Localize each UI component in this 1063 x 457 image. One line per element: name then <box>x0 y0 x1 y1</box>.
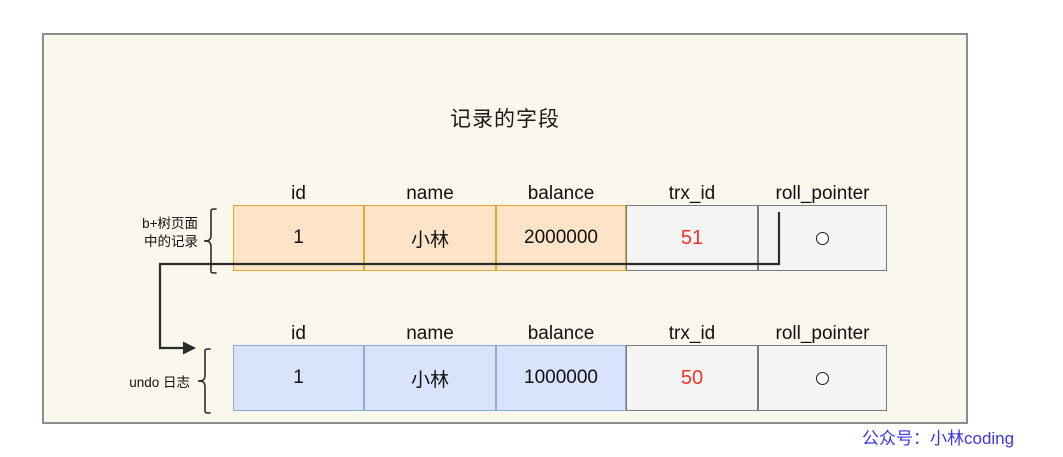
cell-undo-balance: 1000000 <box>496 345 626 411</box>
cell-btree-balance: 2000000 <box>496 205 626 271</box>
cell-undo-trx-id: 50 <box>626 345 758 411</box>
column-header-roll-pointer-undo: roll_pointer <box>775 323 870 344</box>
page-title: 记录的字段 <box>450 108 560 131</box>
trx-id-value-btree: 51 <box>680 226 704 249</box>
column-header-id-undo: id <box>291 323 306 344</box>
column-header-name-undo: name <box>406 323 454 344</box>
label-undo-log-line1: undo 日志 <box>129 375 190 390</box>
cell-undo-roll-pointer <box>758 345 887 411</box>
pointer-circle-icon <box>816 231 829 245</box>
column-header-row-btree: id name balance trx_id roll_pointer <box>233 175 887 205</box>
trx-id-value-undo: 50 <box>680 366 704 389</box>
column-header-name: name <box>406 183 454 204</box>
label-btree-record-line2: 中的记录 <box>144 234 198 249</box>
column-header-roll-pointer: roll_pointer <box>775 183 870 204</box>
column-header-balance: balance <box>527 183 595 204</box>
column-header-balance-undo: balance <box>527 323 595 344</box>
column-header-trx-id: trx_id <box>668 183 716 204</box>
brace-undo-icon <box>196 347 212 415</box>
brace-btree-icon <box>202 207 218 275</box>
label-undo-log: undo 日志 <box>90 374 190 392</box>
column-header-trx-id-undo: trx_id <box>668 323 716 344</box>
label-btree-record-line1: b+树页面 <box>142 216 198 231</box>
table-row-undo: 1 小林 1000000 50 <box>233 345 887 411</box>
label-btree-record: b+树页面 中的记录 <box>102 215 198 251</box>
watermark: 公众号：小林coding <box>862 429 1015 448</box>
record-block-btree: id name balance trx_id roll_pointer 1 小林… <box>233 175 887 271</box>
table-row-btree: 1 小林 2000000 51 <box>233 205 887 271</box>
cell-btree-roll-pointer <box>758 205 887 271</box>
cell-btree-name: 小林 <box>364 205 496 271</box>
diagram-frame: 记录的字段 id name balance trx_id roll_pointe… <box>42 33 968 424</box>
cell-btree-trx-id: 51 <box>626 205 758 271</box>
column-header-id: id <box>291 183 306 204</box>
column-header-row-undo: id name balance trx_id roll_pointer <box>233 315 887 345</box>
pointer-circle-icon-undo <box>816 371 829 385</box>
cell-undo-name: 小林 <box>364 345 496 411</box>
cell-undo-id: 1 <box>233 345 364 411</box>
record-block-undo: id name balance trx_id roll_pointer 1 小林… <box>233 315 887 411</box>
cell-btree-id: 1 <box>233 205 364 271</box>
